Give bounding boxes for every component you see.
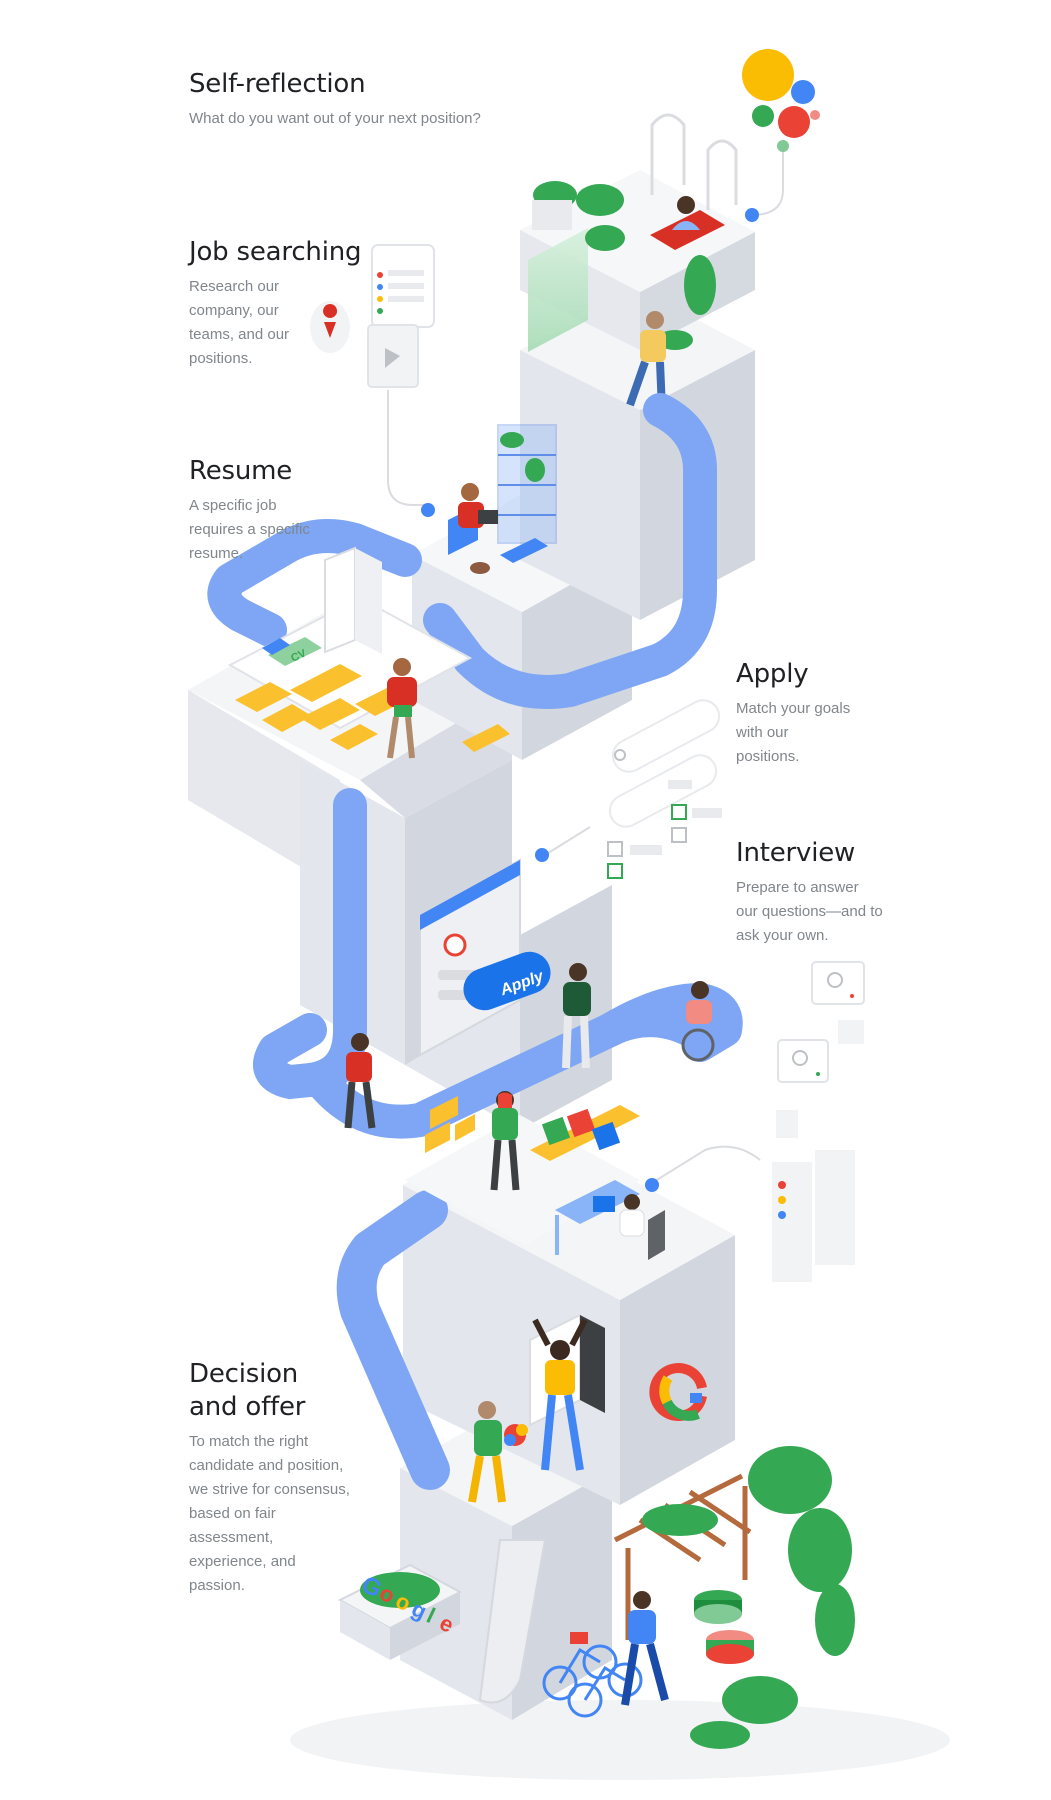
apply-button	[463, 951, 551, 1011]
resume-scene: CV	[227, 546, 510, 759]
step-description: What do you want out of your next positi…	[189, 110, 481, 127]
step-job-searching: Job searching Research our company, our …	[189, 236, 362, 371]
walkway-paths	[207, 393, 743, 1490]
step-description: A specific job requires a specific resum…	[189, 497, 310, 562]
step-description: Research our company, our teams, and our…	[189, 278, 290, 367]
step-title: Interview	[736, 838, 856, 868]
step-apply: Apply Match your goals with our position…	[736, 658, 851, 769]
step-title: Job searching	[189, 237, 362, 267]
lounge-scene	[405, 1091, 665, 1260]
pedestal-scene	[448, 424, 557, 574]
garden	[542, 1446, 855, 1749]
apply-form-widget	[535, 699, 722, 879]
step-description: Match your goals with our positions.	[736, 700, 851, 765]
ground-shadow	[290, 1700, 950, 1780]
decision-scene: G	[468, 1313, 707, 1503]
step-title: Decision and offer	[189, 1359, 306, 1422]
step-title: Apply	[736, 659, 809, 689]
job-search-widget	[310, 244, 435, 517]
top-terrace	[520, 113, 755, 411]
bottom-block	[400, 1412, 612, 1720]
step-description: To match the right candidate and positio…	[189, 1433, 350, 1594]
step-resume: Resume A specific job requires a specifi…	[189, 455, 314, 566]
step-self-reflection: Self-reflection What do you want out of …	[189, 68, 569, 131]
video-interview-widget	[776, 961, 865, 1138]
step-interview: Interview Prepare to answer our question…	[736, 837, 884, 948]
step-title: Resume	[189, 456, 293, 486]
schedule-widget	[645, 1145, 855, 1282]
assistant-dots-icon	[742, 49, 820, 222]
white-slide	[478, 1539, 547, 1704]
step-title: Self-reflection	[189, 69, 366, 99]
step-decision-and-offer: Decision and offer To match the right ca…	[189, 1358, 354, 1598]
step-description: Prepare to answer our questions—and to a…	[736, 879, 883, 944]
apply-scene: Apply	[344, 858, 715, 1129]
